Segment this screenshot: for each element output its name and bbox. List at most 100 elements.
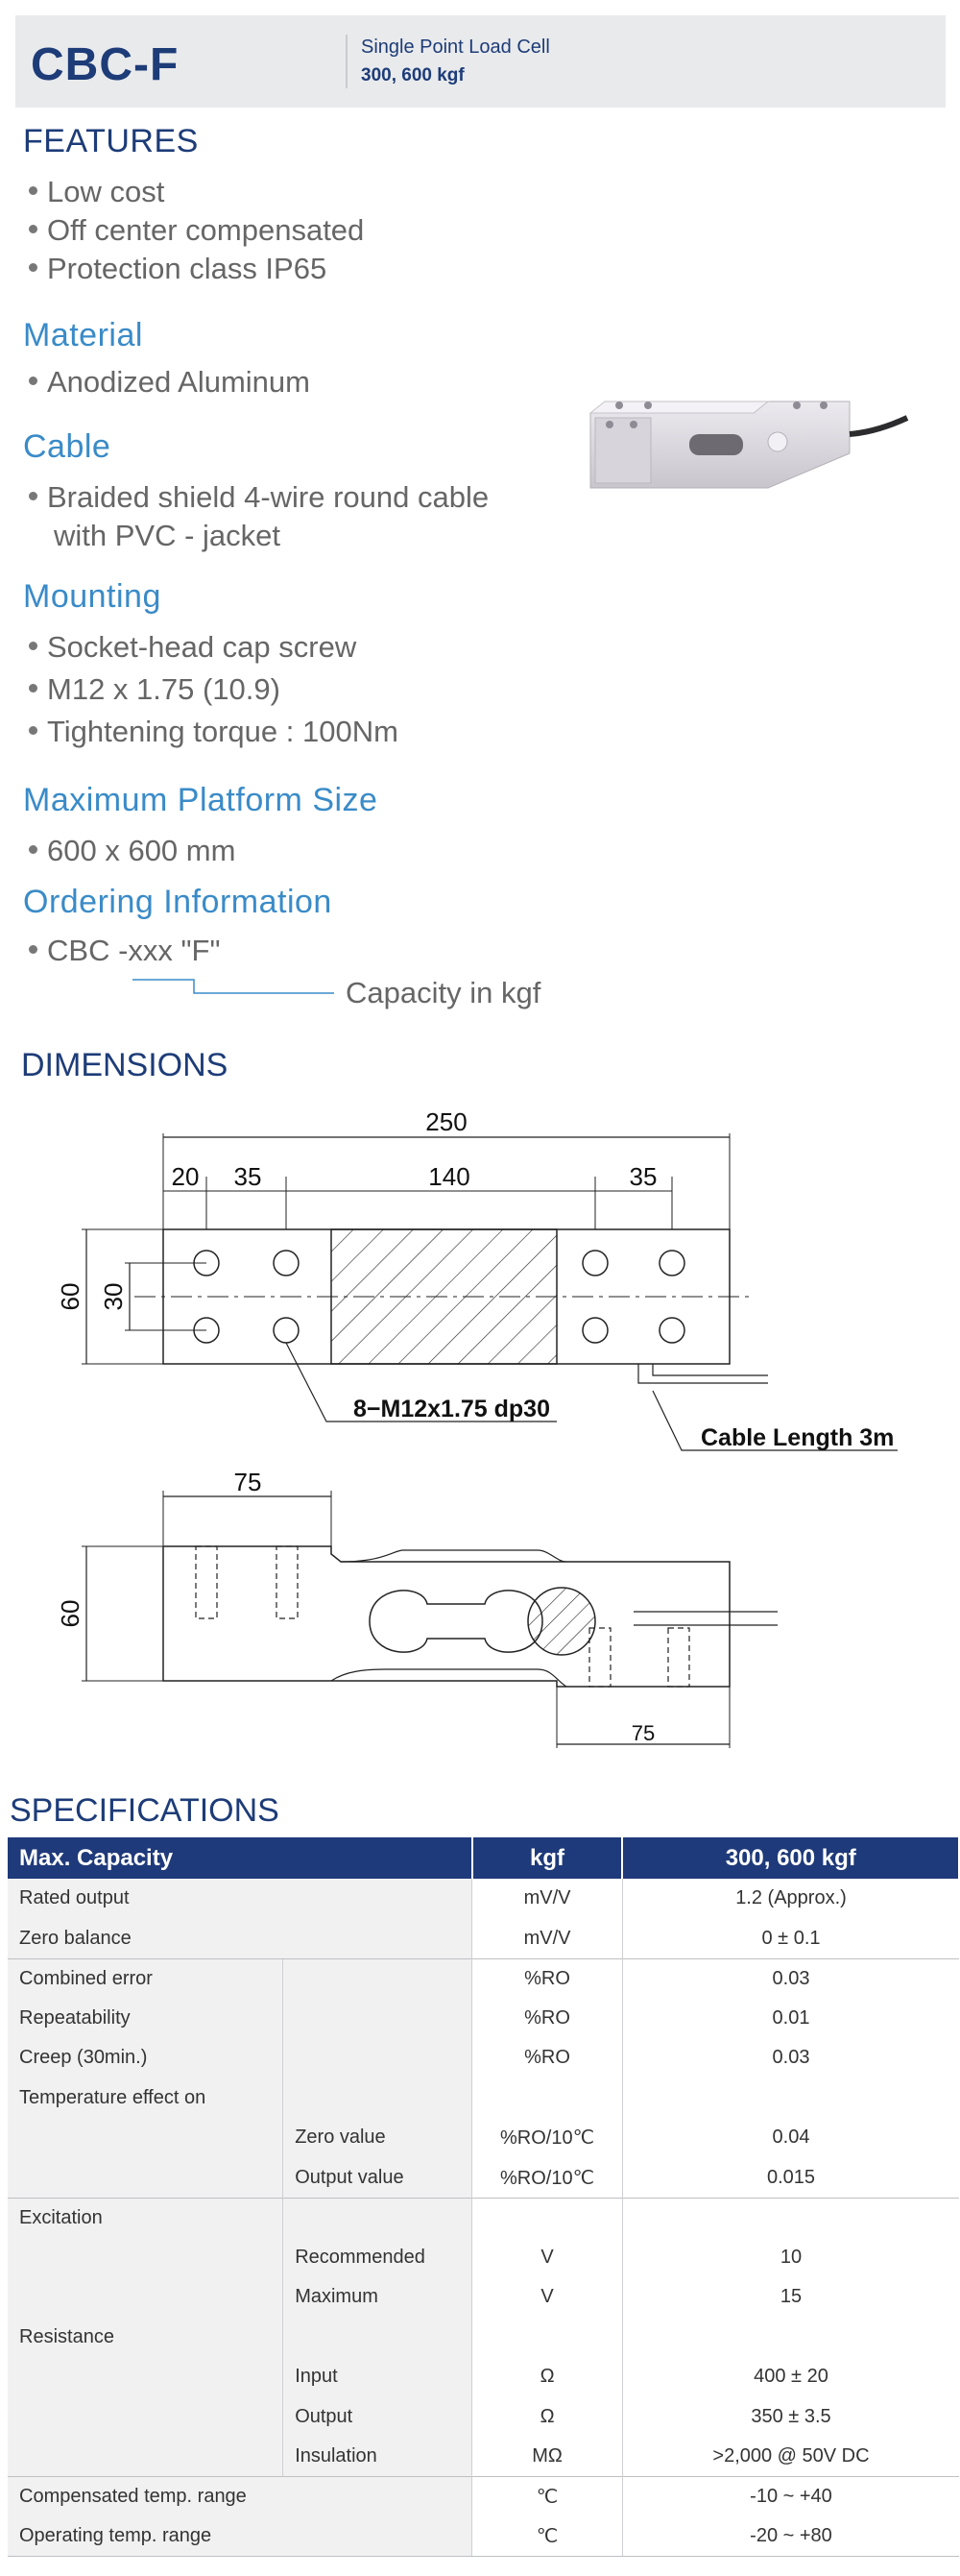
spec-value: 0.03 — [621, 1957, 959, 1999]
spec-sublabel: Recommended — [282, 2237, 472, 2277]
header-bar: CBC-F Single Point Load Cell 300, 600 kg… — [15, 15, 946, 108]
ordering-heading: Ordering Information — [23, 884, 332, 920]
spec-label — [8, 2237, 283, 2277]
spec-label — [8, 2357, 283, 2397]
spec-label: Compensated temp. range — [8, 2476, 472, 2516]
spec-row: Compensated temp. range℃-10 ~ +40 — [8, 2476, 959, 2516]
mounting-heading: Mounting — [23, 578, 161, 615]
spec-sublabel: Input — [282, 2357, 472, 2397]
bullet-icon — [29, 726, 37, 736]
spec-label: Excitation — [8, 2197, 283, 2238]
platform-item: 600 x 600 mm — [29, 832, 235, 870]
spec-unit: V — [471, 2277, 623, 2318]
spec-unit: MΩ — [471, 2437, 623, 2477]
ordering-code: CBC -xxx "F" — [29, 932, 220, 970]
ordering-leader-line — [132, 979, 334, 994]
spec-sublabel — [282, 2317, 472, 2357]
spec-label: Resistance — [8, 2317, 283, 2357]
capacity-label: Capacity in kgf — [346, 976, 541, 1009]
spec-sublabel: Maximum — [282, 2277, 472, 2318]
spec-value: 0.03 — [621, 2038, 959, 2078]
spec-unit: %RO — [471, 1957, 623, 1999]
dim-20: 20 — [172, 1162, 200, 1191]
bullet-icon — [29, 492, 37, 501]
mounting-item: M12 x 1.75 (10.9) — [29, 670, 280, 709]
spec-value: 0.015 — [621, 2157, 959, 2198]
spec-value: 15 — [621, 2277, 959, 2318]
spec-unit: %RO — [471, 2038, 623, 2078]
dim-35b: 35 — [630, 1162, 658, 1191]
spec-unit: Ω — [471, 2357, 623, 2397]
spec-value: -10 ~ +40 — [621, 2476, 959, 2516]
dim-30: 30 — [99, 1283, 128, 1311]
bullet-icon — [29, 945, 37, 955]
spec-sublabel — [282, 1998, 472, 2038]
cable-heading: Cable — [23, 428, 111, 465]
bullet-icon — [29, 377, 37, 386]
spec-sublabel — [282, 1957, 472, 1999]
spec-unit — [471, 2078, 623, 2118]
spec-unit: V — [471, 2237, 623, 2277]
dim-60: 60 — [56, 1283, 84, 1311]
spec-value: 0.01 — [621, 1998, 959, 2038]
model-title: CBC-F — [31, 39, 180, 90]
features-heading: FEATURES — [23, 123, 199, 159]
bullet-icon — [29, 186, 37, 196]
cable-item: Braided shield 4-wire round cable — [29, 478, 489, 517]
spec-label — [8, 2277, 283, 2318]
spec-sublabel — [282, 2038, 472, 2078]
cable-item-continued: with PVC - jacket — [54, 519, 281, 552]
spec-sublabel: Insulation — [282, 2437, 472, 2477]
spec-label: Combined error — [8, 1957, 283, 1999]
top-view-drawing: 250 20 35 140 35 60 30 8−M12x1.75 dp30 C… — [56, 1107, 898, 1451]
hole-spec: 8−M12x1.75 dp30 — [353, 1396, 550, 1422]
spec-value: 350 ± 3.5 — [621, 2396, 959, 2437]
side-view-drawing: 75 60 75 — [56, 1470, 778, 1748]
product-type: Single Point Load Cell — [361, 36, 550, 58]
spec-row: Operating temp. range℃-20 ~ +80 — [8, 2516, 959, 2557]
spec-label — [8, 2118, 283, 2158]
spec-value: 1.2 (Approx.) — [621, 1879, 959, 1919]
spec-value: 10 — [621, 2237, 959, 2277]
bullet-icon — [29, 684, 37, 693]
mounting-item: Tightening torque : 100Nm — [29, 713, 398, 751]
spec-label: Zero balance — [8, 1918, 472, 1958]
dim-35a: 35 — [234, 1162, 262, 1191]
spec-value — [621, 2197, 959, 2238]
spec-label: Creep (30min.) — [8, 2038, 283, 2078]
mounting-item: Socket-head cap screw — [29, 628, 356, 667]
feature-item: Low cost — [29, 173, 164, 211]
spec-label: Temperature effect on — [8, 2078, 283, 2118]
dim-75-bottom: 75 — [632, 1721, 655, 1745]
spec-sublabel — [282, 2197, 472, 2238]
spec-unit: mV/V — [471, 1918, 623, 1958]
dim-140: 140 — [428, 1162, 469, 1191]
specifications-table: Max. Capacity kgf 300, 600 kgf Rated out… — [8, 1837, 960, 2557]
bullet-icon — [29, 225, 37, 234]
spec-value: 400 ± 20 — [621, 2357, 959, 2397]
spec-value — [621, 2078, 959, 2118]
feature-item: Off center compensated — [29, 211, 364, 250]
capacity-range: 300, 600 kgf — [361, 65, 465, 85]
spec-unit: Ω — [471, 2396, 623, 2437]
spec-value — [621, 2317, 959, 2357]
spec-unit: %RO/10℃ — [471, 2157, 623, 2198]
cable-length: Cable Length 3m — [701, 1424, 894, 1451]
spec-value: -20 ~ +80 — [621, 2516, 959, 2557]
spec-label: Operating temp. range — [8, 2516, 472, 2557]
dim-60-side: 60 — [56, 1600, 84, 1628]
spec-label — [8, 2437, 283, 2477]
spec-unit: ℃ — [471, 2516, 623, 2557]
bullet-icon — [29, 845, 37, 855]
dim-75-top: 75 — [234, 1470, 262, 1496]
spec-label: Rated output — [8, 1879, 472, 1919]
